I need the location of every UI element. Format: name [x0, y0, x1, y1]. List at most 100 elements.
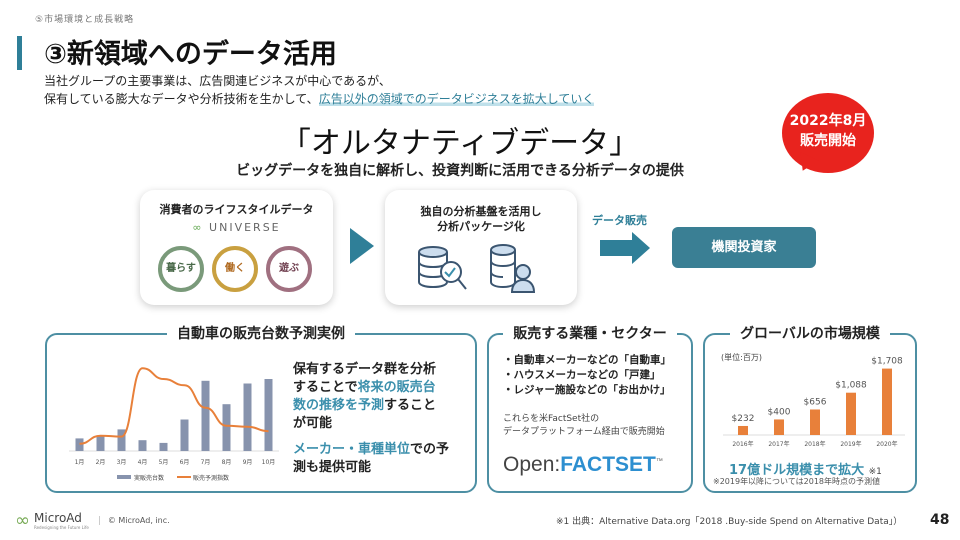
data-label: $656: [804, 397, 827, 407]
data-label: $232: [732, 414, 755, 424]
tick-label: 10月: [262, 459, 276, 466]
sector-item: ・自動車メーカーなどの「自動車」: [503, 354, 671, 366]
t: 測も提供可能: [293, 460, 372, 475]
bar-3月: [117, 429, 126, 451]
panel-title: グローバルの市場規模: [730, 326, 890, 342]
tick-label: 2月: [96, 459, 106, 466]
sales-arrow-icon: [600, 232, 650, 264]
data-sales-label: データ販売: [592, 214, 647, 227]
market-headline: 17億ドル規模まで拡大 ※1: [729, 459, 882, 478]
bar-6月: [180, 419, 189, 451]
t: 17億ドル規模まで拡大: [729, 463, 865, 478]
source-note: ※1 出典：Alternative Data.org「2018 .Buy-sid…: [556, 517, 903, 527]
card-title: 消費者のライフスタイルデータ: [159, 203, 314, 216]
section-label: ⑤市場環境と成長戦略: [35, 15, 135, 25]
tick-label: 2017年: [768, 440, 789, 448]
tick-label: 4月: [138, 459, 148, 466]
car-desc-2: メーカー・車種単位での予測も提供可能: [293, 441, 473, 477]
intro-highlight: 広告以外の領域でのデータビジネスを拡大していく: [318, 92, 595, 106]
universe-logo: ∞ UNIVERSE: [140, 221, 333, 234]
badge-text: 販売開始: [800, 133, 856, 149]
tick-label: 6月: [180, 459, 190, 466]
tick-label: 7月: [201, 459, 211, 466]
sector-item: ・ハウスメーカーなどの「戸建」: [503, 369, 661, 381]
market-size-chart: $232 2016年 $400 2017年 $656 2018年 $1,088 2019年 $1…: [723, 357, 905, 448]
data-label: $1,708: [871, 357, 903, 367]
copyright: © MicroAd, inc.: [98, 516, 170, 525]
tick-label: 2016年: [732, 440, 753, 448]
product-title: 「オルタナティブデータ」: [280, 126, 640, 161]
car-forecast-panel: 自動車の販売台数予測実例 1月 2月 3月 4月 5月 6月 7月 8月 9月 10月実販売台数 販…: [45, 326, 477, 493]
sector-item: ・レジャー施設などの「お出かけ」: [503, 384, 671, 396]
lifestyle-data-card: 消費者のライフスタイルデータ ∞ UNIVERSE 暮らす 働く 遊ぶ: [140, 190, 333, 305]
tick-label: 8月: [222, 459, 232, 466]
intro-line-2: 保有している膨大なデータや分析技術を生かして、広告以外の領域でのデータビジネスを…: [44, 90, 595, 107]
tick-label: 2018年: [804, 440, 825, 448]
market-panel: グローバルの市場規模 (単位:百万) $232 2016年 $400 2017年 $65…: [703, 326, 917, 493]
t: FACTSET: [560, 453, 656, 476]
bar-2016年: [738, 425, 748, 435]
tick-label: 1月: [75, 459, 85, 466]
bar-7月: [201, 380, 210, 451]
launch-badge: 2022年8月販売開始: [782, 93, 874, 173]
t: 保有するデータ群を分析: [293, 362, 437, 377]
factset-note: これらを米FactSet社のデータプラットフォーム経由で販売開始: [503, 413, 665, 439]
ring-living: 暮らす: [158, 246, 204, 292]
panel-title: 自動車の販売台数予測実例: [167, 326, 355, 342]
bar-5月: [159, 442, 168, 451]
bar-2020年: [882, 368, 892, 435]
flow-arrow-icon: [350, 228, 374, 264]
t: Open:: [503, 453, 561, 476]
t: することで: [293, 380, 358, 395]
tick-label: 3月: [117, 459, 127, 466]
factset-logo: Open:FACTSET™: [503, 453, 663, 477]
sector-panel: 販売する業種・セクター ・自動車メーカーなどの「自動車」 ・ハウスメーカーなどの…: [487, 326, 693, 493]
ring-working: 働く: [212, 246, 258, 292]
tick-label: 2019年: [840, 440, 861, 448]
analysis-card: 独自の分析基盤を活用し 分析パッケージ化: [385, 190, 577, 305]
bar-2018年: [810, 409, 820, 435]
tick-label: 9月: [243, 459, 253, 466]
page-number: 48: [930, 512, 950, 528]
intro-line-1: 当社グループの主要事業は、広告関連ビジネスが中心であるが、: [44, 74, 391, 88]
intro-text: 保有している膨大なデータや分析技術を生かして、: [44, 92, 319, 106]
institutional-investors-box: 機関投資家: [672, 227, 816, 268]
unit-label: (単位:百万): [721, 353, 762, 362]
page-title: ③新領域へのデータ活用: [44, 39, 337, 70]
ring-playing: 遊ぶ: [266, 246, 312, 292]
legend-label: 実販売台数: [134, 474, 164, 482]
t: が可能: [293, 416, 333, 431]
panel-title: 販売する業種・セクター: [503, 326, 677, 342]
market-footnote: ※2019年以降については2018年時点の予測値: [713, 477, 881, 486]
infinity-icon: ∞: [192, 221, 210, 234]
bar-10月: [264, 379, 273, 451]
car-desc-1: 保有するデータ群を分析することで将来の販売台数の推移を予測することが可能: [293, 361, 473, 433]
sector-list: ・自動車メーカーなどの「自動車」 ・ハウスメーカーなどの「戸建」 ・レジャー施設…: [503, 353, 671, 398]
card-line-2: 分析パッケージ化: [437, 220, 525, 233]
t: 将来の販売台: [357, 380, 436, 395]
card-line-1: 独自の分析基盤を活用し: [420, 205, 542, 218]
bar-2月: [96, 435, 105, 451]
badge-date: 2022年8月: [789, 113, 867, 129]
bar-2019年: [846, 392, 856, 435]
tick-label: 5月: [159, 459, 169, 466]
database-analysis-icon: [418, 244, 536, 293]
infinity-icon: ∞: [15, 510, 30, 531]
t: すること: [384, 398, 437, 413]
tick-label: 2020年: [876, 440, 897, 448]
t: これらを米FactSet社の: [503, 414, 600, 424]
t: メーカー・車種単位: [293, 442, 411, 457]
t: ™: [655, 458, 663, 465]
bar-9月: [243, 383, 252, 451]
title-accent-bar: [17, 36, 22, 70]
legend-bar-swatch: [117, 475, 131, 479]
data-label: $1,088: [835, 381, 867, 391]
bar-4月: [138, 440, 147, 451]
product-subtitle: ビッグデータを独自に解析し、投資判断に活用できる分析データの提供: [236, 163, 684, 179]
legend-label: 販売予測指数: [193, 474, 229, 482]
bar-2017年: [774, 419, 784, 435]
bar-8月: [222, 404, 231, 451]
universe-text: UNIVERSE: [209, 221, 281, 234]
data-label: $400: [768, 407, 791, 417]
